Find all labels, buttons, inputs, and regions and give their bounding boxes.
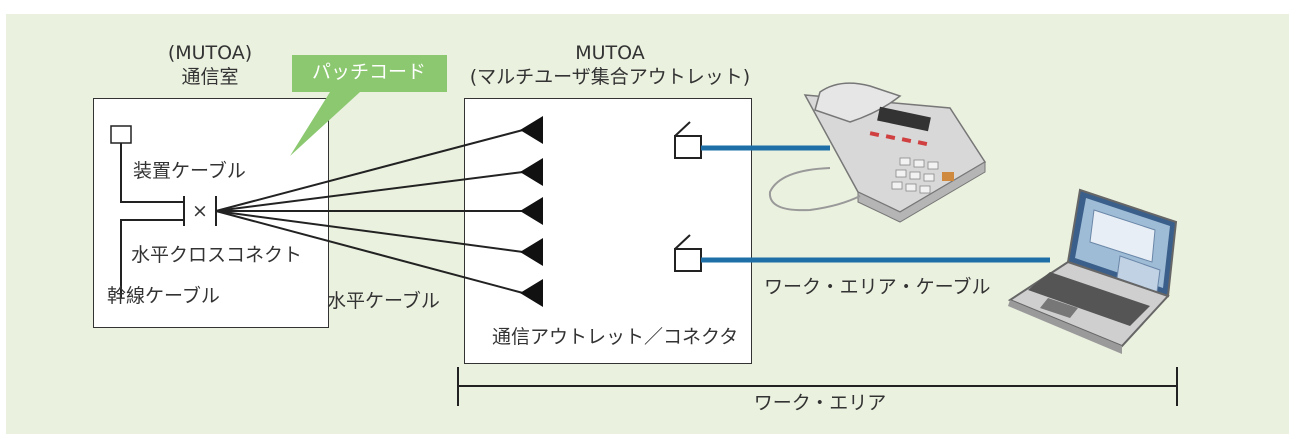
telephone-icon: [768, 82, 987, 223]
outlet-connector: [520, 158, 543, 186]
telecom-room-title-line2: 通信室: [181, 66, 239, 88]
mutoa-title-line2: (マルチユーザ集合アウトレット): [469, 66, 751, 88]
backbone-cable-line: [120, 219, 184, 298]
cross-connect-label: 水平クロスコネクト: [131, 244, 303, 266]
outlet-connector: [520, 238, 543, 266]
outlet-connector: [520, 116, 543, 144]
outlet-connectors: [520, 116, 543, 307]
patch-cord-label: パッチコード: [312, 61, 427, 83]
telecom-room-box: [93, 98, 329, 328]
mutoa-box: [464, 98, 752, 364]
equipment-cable-label: 装置ケーブル: [133, 160, 246, 182]
cross-mark: ×: [192, 200, 208, 222]
patch-cord-callout: [290, 55, 447, 156]
horizontal-cable-label: 水平ケーブル: [327, 290, 440, 312]
outlet-connector: [520, 279, 543, 307]
jack-symbols: [674, 121, 702, 272]
equipment-port-icon: [110, 125, 132, 144]
work-area-bracket: [457, 367, 1178, 406]
horizontal-cables: [215, 129, 524, 294]
work-area-cable-label: ワーク・エリア・ケーブル: [764, 276, 991, 298]
jack-symbol-1: [674, 121, 702, 159]
telecom-room-title-line1: (MUTOA): [167, 42, 253, 64]
work-area-label: ワーク・エリア: [753, 392, 887, 414]
equipment-cable-line: [120, 143, 184, 203]
outlet-connector: [520, 197, 543, 225]
laptop-icon: [1007, 188, 1178, 354]
backbone-cable-label: 幹線ケーブル: [107, 285, 220, 307]
mutoa-title-line1: MUTOA: [575, 42, 645, 64]
jack-symbol-2: [674, 234, 702, 272]
outlet-connector-label: 通信アウトレット／コネクタ: [492, 326, 739, 348]
